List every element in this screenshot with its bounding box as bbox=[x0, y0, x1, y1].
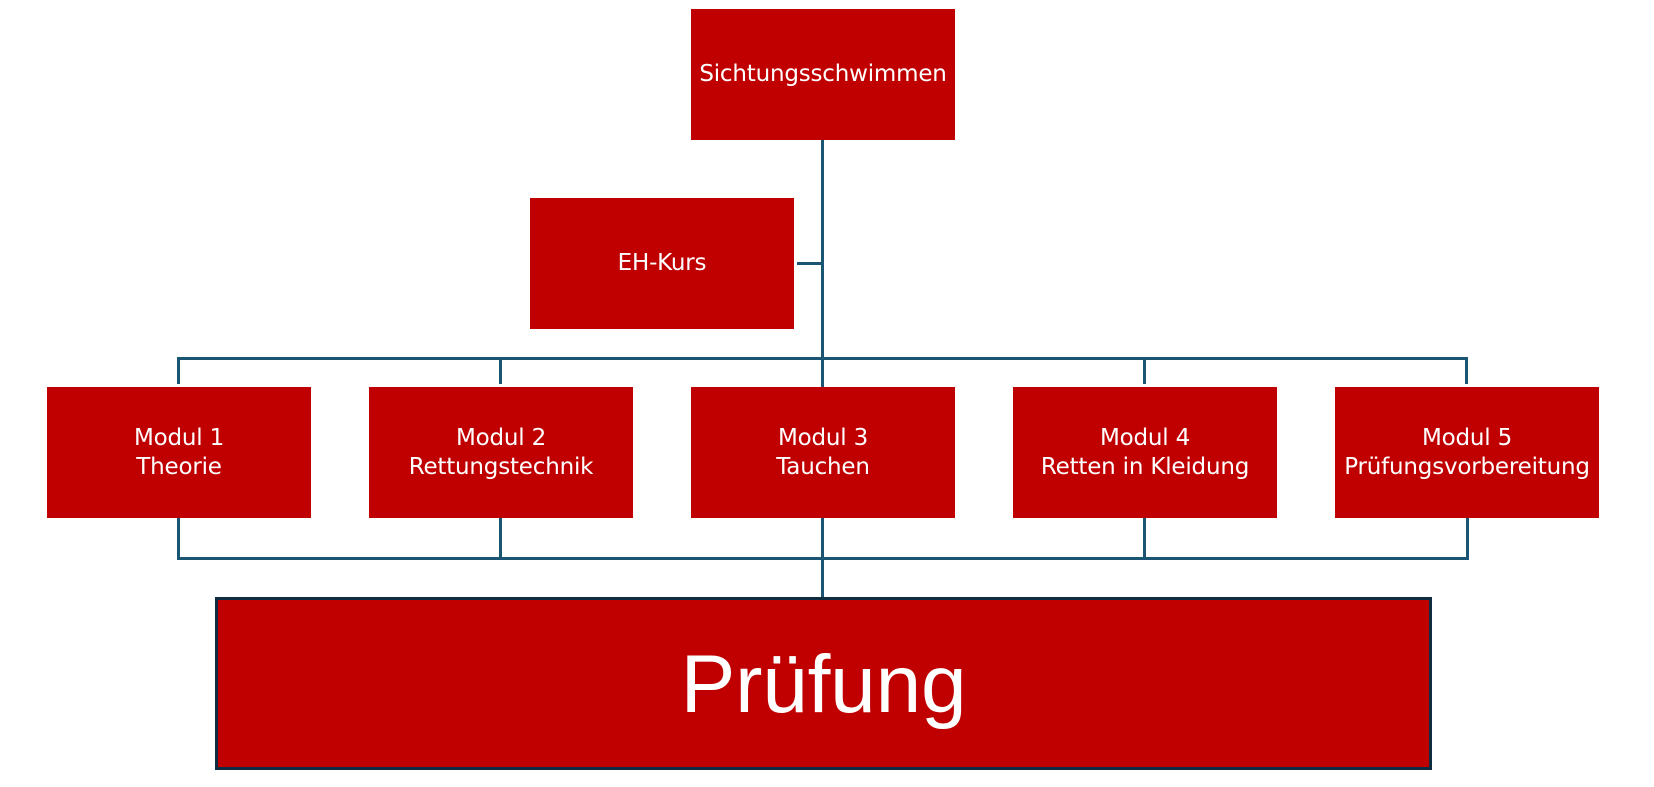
connector-rise-m2 bbox=[499, 518, 502, 559]
module-title: Rettungstechnik bbox=[408, 453, 594, 480]
node-pruefung[interactable]: Prüfung bbox=[215, 597, 1432, 770]
connector-drop-m4 bbox=[1143, 357, 1146, 384]
connector-trunk-top bbox=[821, 140, 824, 361]
connector-drop-m2 bbox=[499, 357, 502, 384]
connector-module-bus-bottom bbox=[177, 557, 1469, 560]
module-number: Modul 2 bbox=[455, 424, 547, 451]
module-number: Modul 1 bbox=[133, 424, 225, 451]
module-number: Modul 5 bbox=[1421, 424, 1513, 451]
module-title: Retten in Kleidung bbox=[1040, 453, 1250, 480]
node-modul-3[interactable]: Modul 3 Tauchen bbox=[691, 387, 955, 518]
connector-drop-m3 bbox=[821, 357, 824, 387]
module-title: Prüfungsvorbereitung bbox=[1344, 453, 1590, 480]
node-modul-2[interactable]: Modul 2 Rettungstechnik bbox=[369, 387, 633, 518]
module-number: Modul 3 bbox=[777, 424, 869, 451]
node-label: Sichtungsschwimmen bbox=[699, 61, 947, 87]
module-title: Theorie bbox=[136, 453, 222, 480]
node-modul-5[interactable]: Modul 5 Prüfungsvorbereitung bbox=[1335, 387, 1599, 518]
node-modul-1[interactable]: Modul 1 Theorie bbox=[47, 387, 311, 518]
connector-rise-m4 bbox=[1143, 518, 1146, 559]
connector-rise-m5 bbox=[1466, 518, 1469, 559]
module-title: Tauchen bbox=[776, 453, 870, 480]
node-label: Prüfung bbox=[680, 638, 967, 730]
connector-drop-m1 bbox=[177, 357, 180, 384]
connector-rise-m1 bbox=[177, 518, 180, 559]
node-label: EH-Kurs bbox=[617, 250, 707, 276]
node-sichtungsschwimmen[interactable]: Sichtungsschwimmen bbox=[691, 9, 955, 140]
node-eh-kurs[interactable]: EH-Kurs bbox=[530, 198, 794, 329]
connector-drop-m5 bbox=[1465, 357, 1468, 384]
module-number: Modul 4 bbox=[1099, 424, 1191, 451]
node-modul-4[interactable]: Modul 4 Retten in Kleidung bbox=[1013, 387, 1277, 518]
connector-eh-stub bbox=[797, 262, 822, 265]
